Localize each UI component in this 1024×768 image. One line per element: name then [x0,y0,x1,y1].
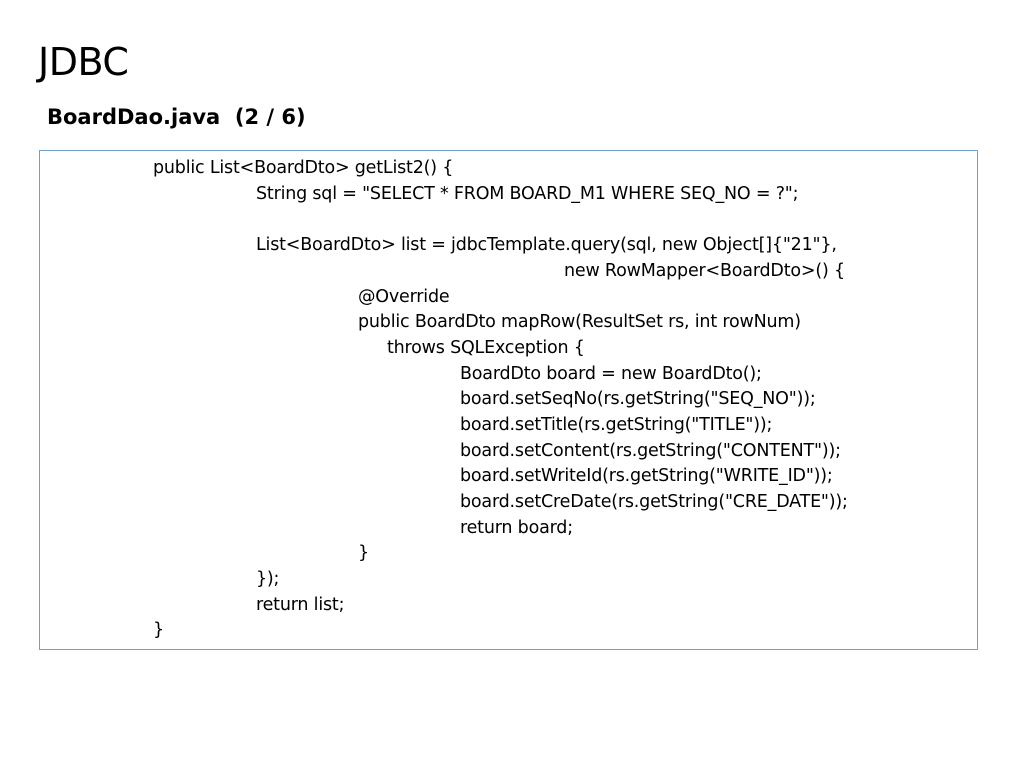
code-line: }); [256,569,280,589]
code-line: board.setTitle(rs.getString("TITLE")); [460,415,773,435]
code-line: List<BoardDto> list = jdbcTemplate.query… [256,235,837,255]
code-line: return board; [460,518,573,538]
code-box: public List<BoardDto> getList2() { Strin… [39,150,978,650]
code-line: public BoardDto mapRow(ResultSet rs, int… [358,312,801,332]
code-line: } [358,543,369,563]
code-line: board.setSeqNo(rs.getString("SEQ_NO")); [460,389,816,409]
code-line: board.setContent(rs.getString("CONTENT")… [460,441,841,461]
code-line: new RowMapper<BoardDto>() { [564,261,845,281]
slide-title: JDBC [38,40,129,84]
code-line: return list; [256,595,345,615]
code-line: } [153,620,164,640]
code-line: @Override [358,287,450,307]
code-line: board.setCreDate(rs.getString("CRE_DATE"… [460,492,848,512]
code-line: BoardDto board = new BoardDto(); [460,364,762,384]
code-line: String sql = "SELECT * FROM BOARD_M1 WHE… [256,184,799,204]
code-line: board.setWriteId(rs.getString("WRITE_ID"… [460,466,833,486]
code-line: throws SQLException { [387,338,585,358]
slide-subtitle: BoardDao.java (2 / 6) [47,105,306,129]
code-line: public List<BoardDto> getList2() { [153,158,454,178]
